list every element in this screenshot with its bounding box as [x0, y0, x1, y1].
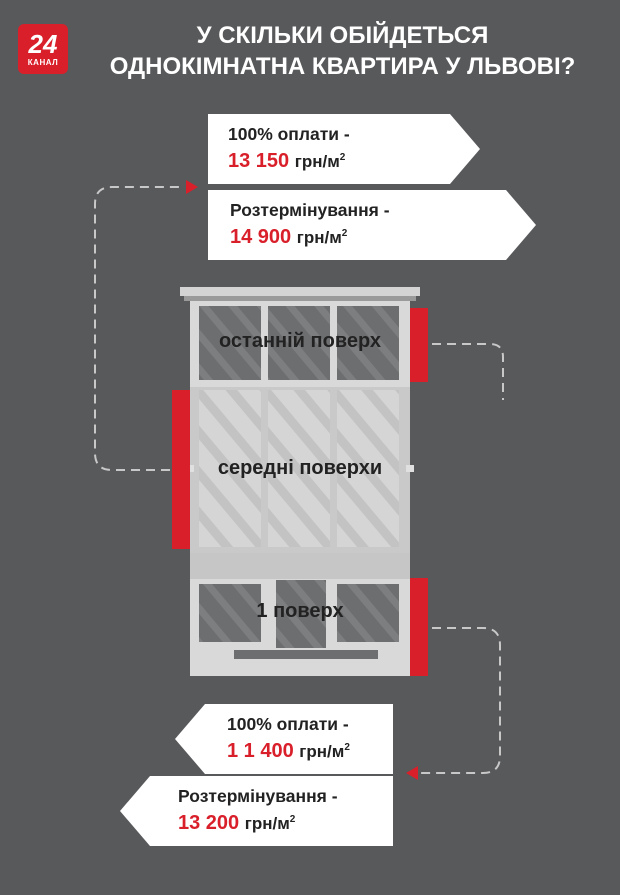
title-line-2: ОДНОКІМНАТНА КВАРТИРА У ЛЬВОВІ?: [109, 53, 576, 80]
first-floor-full-payment-tag: 100% оплати - 1 1 400 грн/м2: [175, 704, 393, 774]
logo-subtitle: КАНАЛ: [27, 58, 59, 67]
top-window-1: [199, 306, 261, 380]
middle-window-1: [199, 390, 261, 547]
connector-top-floor: [432, 343, 504, 400]
top-full-payment-unit-sup: 2: [339, 152, 346, 163]
top-installment-unit-sup: 2: [341, 228, 348, 239]
top-full-payment-unit: грн/м: [294, 152, 340, 171]
first-installment-price: 13 200: [178, 812, 240, 834]
middle-floors-label: середні поверхи: [217, 457, 383, 479]
top-floor-label: останній поверх: [218, 330, 382, 352]
first-full-payment-label: 100% оплати -: [227, 714, 349, 734]
middle-floors-marker: [172, 390, 190, 549]
building-roof: [180, 287, 420, 296]
top-full-payment-price: 13 150: [228, 150, 290, 172]
first-floor-marker: [410, 578, 428, 676]
middle-ledge-right: [406, 465, 414, 472]
first-window-right: [337, 584, 399, 642]
channel-logo: 24 КАНАЛ: [18, 24, 68, 74]
first-full-payment-price: 1 1 400: [227, 740, 294, 762]
top-floor-marker: [410, 308, 428, 382]
first-full-payment-unit-sup: 2: [344, 742, 350, 753]
first-installment-unit-sup: 2: [289, 814, 296, 825]
first-floor-installment-tag: Розтермінування - 13 200 грн/м2: [120, 776, 393, 846]
connector-arrow-bottom: [406, 766, 418, 780]
top-window-2: [268, 306, 330, 380]
first-floor-label: 1 поверх: [256, 600, 344, 622]
middle-window-2: [268, 390, 330, 547]
top-window-3: [337, 306, 399, 380]
first-installment-unit: грн/м: [244, 814, 290, 833]
building-roof-trim: [184, 296, 416, 301]
floor-separator: [190, 553, 410, 579]
top-installment-unit: грн/м: [296, 228, 342, 247]
entrance-door: [276, 580, 326, 648]
first-installment-label: Розтермінування -: [178, 786, 338, 806]
top-installment-price: 14 900: [230, 226, 292, 248]
logo-number: 24: [28, 29, 58, 59]
page-title: У СКІЛЬКИ ОБІЙДЕТЬСЯ ОДНОКІМНАТНА КВАРТИ…: [75, 20, 610, 82]
first-window-left: [199, 584, 261, 642]
connector-first-floor: [418, 627, 501, 774]
top-floor-installment-tag: Розтермінування - 14 900 грн/м2: [208, 190, 536, 260]
top-floor-full-payment-tag: 100% оплати - 13 150 грн/м2: [208, 114, 480, 184]
connector-arrow-top: [186, 180, 198, 194]
first-full-payment-unit: грн/м: [299, 742, 345, 761]
top-full-payment-label: 100% оплати -: [228, 124, 350, 144]
top-installment-label: Розтермінування -: [230, 200, 390, 220]
entrance-step: [234, 650, 378, 659]
connector-middle-to-top: [94, 186, 184, 471]
title-line-1: У СКІЛЬКИ ОБІЙДЕТЬСЯ: [196, 22, 489, 49]
middle-window-3: [337, 390, 399, 547]
